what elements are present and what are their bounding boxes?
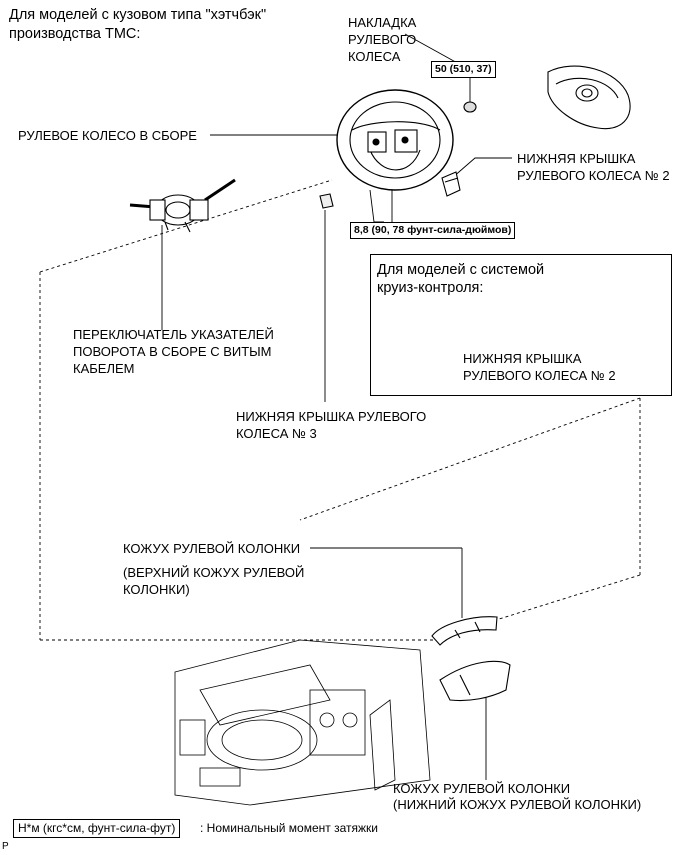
dashboard-drawing [174,639,431,806]
switch-label-3: КАБЕЛЕМ [73,361,135,376]
pad-label-2: РУЛЕВОГО [348,32,417,47]
pad-label-3: КОЛЕСА [348,49,401,64]
turn-signal-switch-drawing [129,178,236,233]
upper-cover-label-3: КОЛОНКИ) [123,582,190,597]
upper-cover-label-2: (ВЕРХНИЙ КОЖУХ РУЛЕВОЙ [123,565,305,580]
cruise-label-1: НИЖНЯЯ КРЫШКА [463,351,582,366]
header-line-1: Для моделей с кузовом типа "хэтчбэк" [9,7,267,23]
pad-label-1: НАКЛАДКА [348,15,417,30]
legend-description: : Номинальный момент затяжки [200,821,378,835]
lower-column-label-2: (НИЖНИЙ КОЖУХ РУЛЕВОЙ КОЛОНКИ) [393,797,642,812]
lower-column-label-1: КОЖУХ РУЛЕВОЙ КОЛОНКИ [393,781,571,796]
cruise-title-2: круиз-контроля: [377,280,484,296]
switch-label-2: ПОВОРОТА В СБОРЕ С ВИТЫМ [73,344,272,359]
switch-label-1: ПЕРЕКЛЮЧАТЕЛЬ УКАЗАТЕЛЕЙ [73,327,274,342]
corner-mark: P [2,841,9,852]
lower-cover-2-label-1: НИЖНЯЯ КРЫШКА [517,151,636,166]
lower-cover-3-label-2: КОЛЕСА № 3 [236,426,317,441]
upper-cover-label-1: КОЖУХ РУЛЕВОЙ КОЛОНКИ [123,541,301,556]
cruise-control-panel: Для моделей с системой круиз-контроля: Н… [370,254,672,396]
lower-cover-2-label-2: РУЛЕВОГО КОЛЕСА № 2 [517,168,670,183]
nut-drawing [463,101,477,113]
torque-nut-box: 50 (510, 37) [431,61,496,78]
lower-cover-3-label-1: НИЖНЯЯ КРЫШКА РУЛЕВОГО [236,409,427,424]
legend-unit-box: Н*м (кгс*см, фунт-сила-фут) [13,819,181,838]
cruise-title-1: Для моделей с системой [377,262,545,278]
upper-column-cover-drawing [431,616,498,646]
torque-screw-box: 8,8 (90, 78 фунт-сила-дюймов) [350,222,516,239]
lower-column-cover-drawing [439,660,511,702]
cruise-label-2: РУЛЕВОГО КОЛЕСА № 2 [463,368,616,383]
dashed-assembly-outline [39,179,641,641]
wheel-label: РУЛЕВОЕ КОЛЕСО В СБОРЕ [18,128,197,143]
lower-cover-2-drawing [441,171,461,197]
header-line-2: производства TMC: [9,26,141,42]
steering-pad-drawing [547,65,631,130]
lower-cover-3-drawing [319,193,334,209]
steering-wheel-drawing [336,89,454,191]
